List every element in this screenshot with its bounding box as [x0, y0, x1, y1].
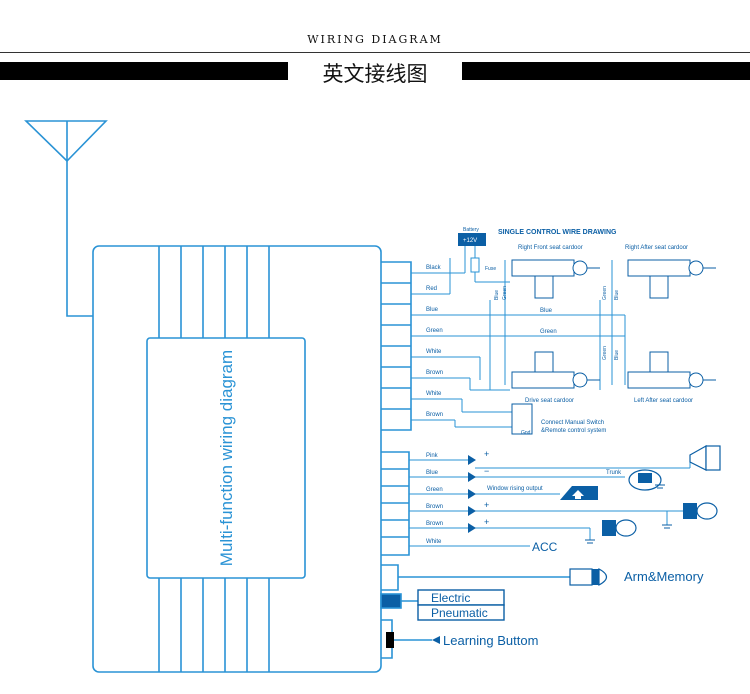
- trunk-label: Trunk: [606, 470, 622, 476]
- drive-label: Drive seat cardoor: [525, 398, 574, 404]
- dome-lamp-icon: [683, 502, 718, 520]
- output-wire-label: Brown: [426, 521, 443, 527]
- drive-actuator-icon: [511, 351, 600, 389]
- siren-icon: [689, 444, 721, 471]
- polarity-sign: +: [484, 449, 489, 459]
- wire-label: White: [426, 349, 442, 355]
- output-wire-label: Green: [426, 487, 443, 493]
- header-title-chinese: 英文接线图: [322, 62, 428, 86]
- output-wire-label: Pink: [426, 453, 439, 459]
- arm-memory-lamp-icon: [569, 567, 608, 587]
- pneumatic-box: [417, 604, 505, 621]
- header-bar-left: [0, 62, 288, 80]
- wire-label: Blue: [426, 307, 439, 313]
- electric-label: Electric: [431, 591, 470, 605]
- blue-vertical-label: Blue: [614, 350, 620, 360]
- output-wire-label: Brown: [426, 504, 443, 510]
- fuse-icon: [470, 257, 480, 273]
- output-wires: [409, 455, 691, 547]
- window-output-label: Window rising output: [487, 486, 543, 492]
- blue-vertical-label: Blue: [614, 290, 620, 300]
- ground-label: Gnd: [521, 430, 531, 436]
- arm-memory-label: Arm&Memory: [624, 569, 704, 584]
- actuators: [511, 259, 716, 435]
- polarity-sign: −: [484, 466, 489, 476]
- learning-button-label: Learning Buttom: [443, 633, 538, 648]
- wire-label: Black: [426, 265, 442, 271]
- battery-label: Battery: [463, 227, 479, 233]
- acc-label: ACC: [532, 540, 558, 554]
- single-control-title: SINGLE CONTROL WIRE DRAWING: [498, 229, 617, 236]
- indicator-lamp-icon: [602, 519, 637, 537]
- green-vertical-label: Green: [502, 286, 508, 300]
- learning-button-icon: [386, 632, 394, 648]
- pneumatic-label: Pneumatic: [431, 606, 488, 620]
- output-connector: [381, 451, 410, 556]
- door-lock-wires: [411, 246, 626, 428]
- polarity-sign: +: [484, 500, 489, 510]
- antenna: [24, 120, 108, 317]
- left-after-actuator-icon: [627, 351, 716, 389]
- right-front-label: Right Front seat cardoor: [518, 245, 583, 251]
- output-arrows: [468, 455, 476, 533]
- blue-vertical-label: Blue: [494, 290, 500, 300]
- output-wire-label: Blue: [426, 470, 439, 476]
- switch-note-1: Connect Manual Switch: [541, 420, 604, 426]
- header-divider: [0, 52, 750, 53]
- trunk-icon: [628, 469, 662, 491]
- fuse-label: Fuse: [485, 266, 496, 272]
- wire-label: Green: [426, 328, 443, 334]
- wire-label: Brown: [426, 370, 443, 376]
- battery-icon: [458, 233, 486, 246]
- main-unit-label: Multi-function wiring diagram: [217, 350, 236, 566]
- header-bar-right: [462, 62, 750, 80]
- switch-note-2: &Remote control system: [541, 428, 606, 434]
- right-after-actuator-icon: [627, 259, 716, 299]
- blue-bus-label: Blue: [540, 308, 553, 314]
- wire-label: Red: [426, 286, 437, 292]
- learning-arrow-icon: [432, 636, 440, 644]
- right-after-label: Right After seat cardoor: [625, 245, 688, 251]
- green-vertical-label: Green: [602, 286, 608, 300]
- polarity-sign: +: [484, 517, 489, 527]
- window-motor-icon: [560, 486, 598, 500]
- battery-voltage: +12V: [463, 238, 477, 244]
- output-wire-label: White: [426, 539, 442, 545]
- wire-label: Brown: [426, 412, 443, 418]
- green-vertical-label: Green: [602, 346, 608, 360]
- main-control-unit: [92, 245, 382, 673]
- manual-switch-icon: [511, 403, 533, 435]
- ground-icon: [585, 484, 672, 544]
- right-front-actuator-icon: [511, 259, 600, 299]
- wire-label: White: [426, 391, 442, 397]
- header-title-english: WIRING DIAGRAM: [307, 33, 443, 46]
- green-bus-label: Green: [540, 329, 557, 335]
- left-after-label: Left After seat cardoor: [634, 398, 693, 404]
- door-lock-connector: [381, 261, 412, 431]
